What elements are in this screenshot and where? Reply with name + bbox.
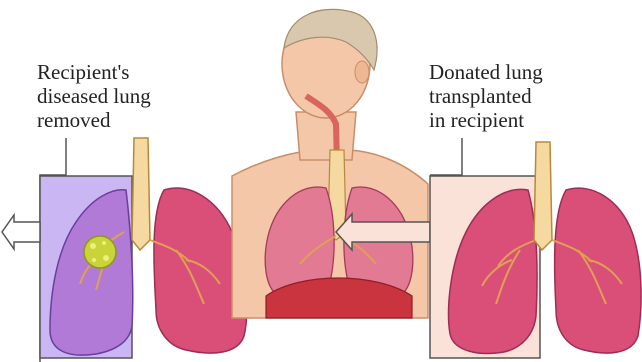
right-caption-line-1: Donated lung [429,60,543,84]
right-recipient-lung [555,188,642,353]
right-caption-line-2: transplanted [429,84,543,108]
right-trachea [534,142,552,250]
left-caption: Recipient's diseased lung removed [37,60,151,132]
right-caption: Donated lung transplanted in recipient [429,60,543,132]
right-callout-line [430,138,462,175]
right-caption-line-3: in recipient [429,108,543,132]
left-caption-line-1: Recipient's [37,60,151,84]
person-ear [355,61,369,83]
left-caption-line-2: diseased lung [37,84,151,108]
tumor-icon [84,236,116,268]
removal-arrow-icon [2,215,40,249]
person-neck [296,112,356,160]
left-caption-line-3: removed [37,108,151,132]
left-trachea [132,138,150,250]
